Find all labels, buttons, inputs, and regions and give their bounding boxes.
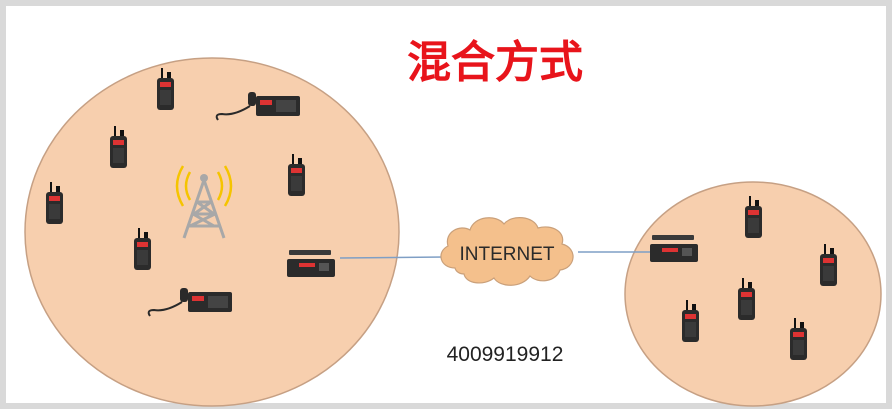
handheld-radio-group: [46, 68, 837, 360]
walkie-talkie-icon: [820, 244, 837, 286]
site-a-circle: [24, 57, 400, 407]
diagram-title: 混合方式: [407, 37, 583, 88]
internet-cloud-icon: INTERNET: [440, 217, 574, 286]
walkie-talkie-icon: [46, 182, 63, 224]
walkie-talkie-icon: [157, 68, 174, 110]
phone-number: 4009919912: [446, 343, 564, 366]
repeater-group: [287, 235, 698, 277]
walkie-talkie-icon: [745, 196, 762, 238]
repeater-icon: [287, 250, 335, 277]
cloud-label: INTERNET: [460, 244, 555, 265]
walkie-talkie-icon: [682, 300, 699, 342]
walkie-talkie-icon: [288, 154, 305, 196]
walkie-talkie-icon: [110, 126, 127, 168]
repeater-icon: [650, 235, 698, 262]
walkie-talkie-icon: [738, 278, 755, 320]
mobile-radio-group: [147, 92, 300, 317]
walkie-talkie-icon: [790, 318, 807, 360]
radio-tower-icon: [175, 165, 233, 239]
link-line-site-a: [339, 256, 446, 259]
mobile-radio-icon: [215, 92, 300, 121]
mobile-radio-icon: [147, 288, 232, 317]
walkie-talkie-icon: [134, 228, 151, 270]
